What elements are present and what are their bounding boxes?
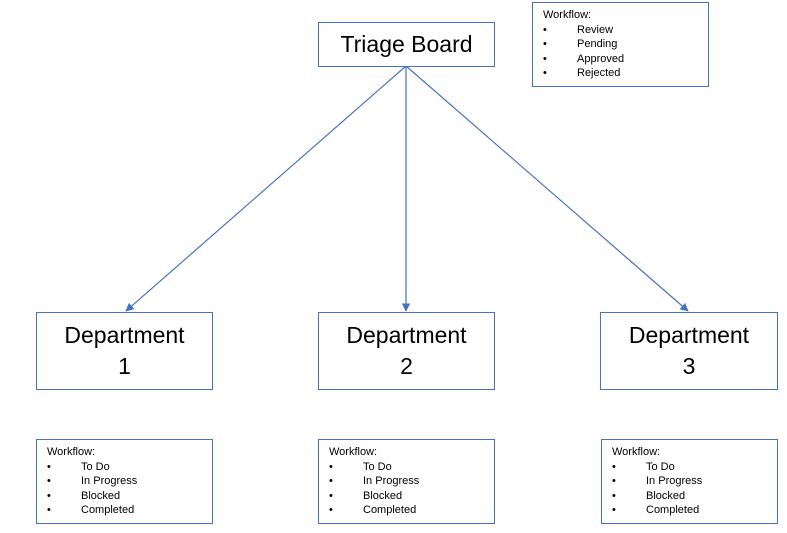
workflow-item: •To Do (612, 460, 675, 473)
workflow-item: •Rejected (543, 67, 621, 79)
workflow-item: •In Progress (329, 475, 420, 487)
bullet-icon: • (612, 504, 616, 516)
department-3-node[interactable]: Department 3 (600, 312, 778, 390)
bullet-icon: • (329, 475, 333, 487)
bullet-icon: • (543, 23, 547, 36)
workflow-item: •Blocked (47, 489, 121, 502)
department-1-workflow-list: •To Do •In Progress •Blocked •Completed (47, 460, 212, 518)
department-2-node[interactable]: Department 2 (318, 312, 495, 390)
triage-workflow-list: •Review •Pending •Approved •Rejected (543, 23, 708, 81)
bullet-icon: • (612, 460, 616, 473)
workflow-item: •Review (543, 23, 614, 36)
arrow-to-department-1 (125, 65, 407, 312)
bullet-icon: • (543, 38, 547, 50)
bullet-icon: • (543, 67, 547, 79)
department-1-number: 1 (118, 353, 131, 379)
workflow-item: •Completed (47, 504, 135, 516)
bullet-icon: • (47, 475, 51, 487)
workflow-item: •To Do (329, 460, 392, 473)
department-1-workflow-note: Workflow: •To Do •In Progress •Blocked •… (36, 439, 213, 524)
bullet-icon: • (329, 504, 333, 516)
workflow-item: •To Do (47, 460, 110, 473)
triage-board-label: Triage Board (340, 31, 473, 57)
bullet-icon: • (543, 52, 547, 65)
workflow-item: •Blocked (612, 489, 686, 502)
bullet-icon: • (329, 489, 333, 502)
workflow-item: •Pending (543, 38, 618, 50)
department-3-workflow-note: Workflow: •To Do •In Progress •Blocked •… (601, 439, 778, 524)
bullet-icon: • (612, 475, 616, 487)
workflow-item: •Approved (543, 52, 625, 65)
bullet-icon: • (47, 489, 51, 502)
bullet-icon: • (612, 489, 616, 502)
workflow-item: •Completed (612, 504, 700, 516)
department-2-workflow-heading: Workflow: (329, 446, 378, 458)
department-1-node[interactable]: Department 1 (36, 312, 213, 390)
triage-workflow-heading: Workflow: (543, 9, 592, 21)
workflow-item: •Blocked (329, 489, 403, 502)
bullet-icon: • (329, 460, 333, 473)
workflow-item: •In Progress (47, 475, 138, 487)
department-1-name: Department (64, 322, 185, 348)
bullet-icon: • (47, 460, 51, 473)
department-3-workflow-list: •To Do •In Progress •Blocked •Completed (612, 460, 777, 518)
department-3-workflow-heading: Workflow: (612, 446, 661, 458)
arrow-to-department-3 (405, 65, 689, 312)
department-2-number: 2 (400, 353, 413, 379)
workflow-item: •Completed (329, 504, 417, 516)
department-2-workflow-note: Workflow: •To Do •In Progress •Blocked •… (318, 439, 495, 524)
triage-board-node[interactable]: Triage Board (318, 22, 495, 67)
department-2-workflow-list: •To Do •In Progress •Blocked •Completed (329, 460, 494, 518)
workflow-item: •In Progress (612, 475, 703, 487)
bullet-icon: • (47, 504, 51, 516)
department-1-workflow-heading: Workflow: (47, 446, 96, 458)
department-3-number: 3 (682, 353, 696, 379)
triage-workflow-note: Workflow: •Review •Pending •Approved •Re… (532, 2, 709, 87)
department-3-name: Department (628, 322, 750, 348)
department-2-name: Department (346, 322, 467, 348)
